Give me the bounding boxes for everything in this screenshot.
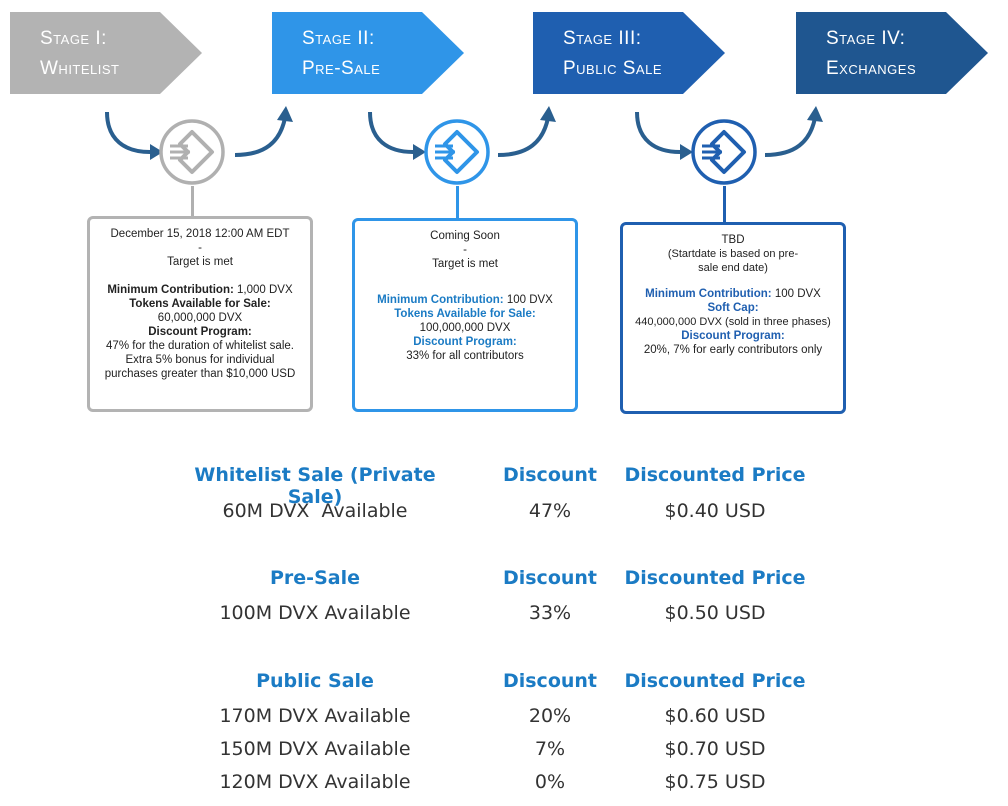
group-2-row-1-price: $0.50 USD: [664, 602, 766, 624]
group-2-row-1-discount: 33%: [528, 602, 572, 624]
stage-3-title: Stage III: Public Sale: [563, 24, 662, 84]
stage-1-flow: [95, 100, 355, 190]
stage-3-date: TBD: [721, 234, 745, 246]
stage-1-line1: Stage I:: [40, 28, 107, 49]
group-3-row-3-price: $0.75 USD: [664, 771, 766, 793]
stage-2-discount-text: 33% for all contributors: [406, 350, 524, 362]
group-1-title: Whitelist Sale (Private Sale): [194, 464, 436, 508]
stage-2-min-value: 100 DVX: [503, 294, 553, 306]
group-3-row-3-available: 120M DVX Available: [219, 771, 411, 793]
stage-2-info-box: Coming Soon - Target is met Minimum Cont…: [352, 218, 578, 412]
stage-1-discount-label: Discount Program:: [148, 326, 252, 338]
stage-2-line1: Stage II:: [302, 28, 375, 49]
group-3-title: Public Sale: [256, 670, 374, 692]
stage-3-min-contribution: Minimum Contribution: 100 DVX: [629, 287, 837, 301]
stage-3-discount-label: Discount Program:: [681, 330, 785, 342]
group-3-row-1-price: $0.60 USD: [664, 705, 766, 727]
group-3-row-1-discount: 20%: [528, 705, 572, 727]
group-3-row-3-discount: 0%: [534, 771, 566, 793]
stage-1-min-label: Minimum Contribution:: [107, 284, 234, 296]
group-2-title: Pre-Sale: [270, 567, 360, 589]
stage-4-line1: Stage IV:: [826, 28, 906, 49]
group-3-discount-header: Discount: [502, 670, 598, 692]
stage-3-token-icon: [690, 118, 758, 186]
group-3-price-header: Discounted Price: [624, 670, 806, 692]
stage-3-softcap-label: Soft Cap:: [707, 302, 759, 314]
group-1-discount-header: Discount: [502, 464, 598, 486]
stage-2-status: Target is met: [432, 258, 498, 270]
group-3-row-1-available: 170M DVX Available: [219, 705, 411, 727]
stage-3-softcap-value: 440,000,000 DVX (sold in three phases): [635, 316, 831, 328]
stage-3-line1: Stage III:: [563, 28, 642, 49]
stage-2-min-label: Minimum Contribution:: [377, 294, 504, 306]
stage-2-min-contribution: Minimum Contribution: 100 DVX: [361, 293, 569, 307]
stage-3-flow-graphic: [635, 106, 823, 160]
stage-2-token-icon: [423, 118, 491, 186]
group-3-row-2-price: $0.70 USD: [664, 738, 766, 760]
stage-3-arrow-shape: [533, 12, 725, 94]
group-2-price-header: Discounted Price: [624, 567, 806, 589]
stage-4-arrow: Stage IV: Exchanges: [796, 12, 988, 94]
stage-2-dash: -: [463, 244, 467, 256]
stage-1-tokens-label: Tokens Available for Sale:: [129, 298, 271, 310]
stage-2-date: Coming Soon: [430, 230, 500, 242]
stage-1-connector: [191, 186, 194, 216]
stage-2-arrow-shape: [272, 12, 464, 94]
stage-1-token-icon: [158, 118, 226, 186]
stage-3-info-box: TBD (Startdate is based on pre-sale end …: [620, 222, 846, 414]
group-1-row-1-price: $0.40 USD: [664, 500, 766, 522]
stage-4-arrow-shape: [796, 12, 988, 94]
stage-4-title: Stage IV: Exchanges: [826, 24, 916, 84]
stage-1-date: December 15, 2018 12:00 AM EDT: [110, 228, 290, 240]
group-2-row-1-available: 100M DVX Available: [219, 602, 411, 624]
stage-1-arrow: Stage I: Whitelist: [10, 12, 202, 94]
stage-2-flow: [358, 100, 618, 190]
stage-2-arrow: Stage II: Pre-Sale: [272, 12, 464, 94]
group-1-row-1-discount: 47%: [528, 500, 572, 522]
group-1-row-1-available: 60M DVX Available: [222, 500, 408, 522]
stage-4-line2: Exchanges: [826, 58, 917, 79]
stage-3-discount-text: 20%, 7% for early contributors only: [643, 344, 823, 356]
stage-1-status: Target is met: [167, 256, 233, 268]
stage-3-flow: [625, 100, 885, 190]
stage-1-flow-graphic: [105, 106, 293, 160]
stage-1-info-box: December 15, 2018 12:00 AM EDT - Target …: [87, 216, 313, 412]
stage-3-min-value: 100 DVX: [771, 288, 821, 300]
stage-3-note: (Startdate is based on pre-sale end date…: [667, 248, 799, 274]
group-2-discount-header: Discount: [502, 567, 598, 589]
group-3-row-2-available: 150M DVX Available: [219, 738, 411, 760]
stage-3-arrow: Stage III: Public Sale: [533, 12, 725, 94]
stage-2-tokens-label: Tokens Available for Sale:: [394, 308, 536, 320]
stage-3-min-label: Minimum Contribution:: [645, 288, 772, 300]
stage-3-line2: Public Sale: [563, 58, 662, 79]
stage-2-flow-graphic: [368, 106, 556, 160]
group-1-price-header: Discounted Price: [624, 464, 806, 486]
stage-1-title: Stage I: Whitelist: [40, 24, 120, 84]
stage-1-dash: -: [198, 242, 202, 254]
stage-1-line2: Whitelist: [40, 58, 120, 79]
stage-2-title: Stage II: Pre-Sale: [302, 24, 380, 84]
stage-1-min-contribution: Minimum Contribution: 1,000 DVX: [96, 283, 304, 297]
stage-1-tokens-value: 60,000,000 DVX: [157, 312, 243, 324]
stage-1-discount-text: 47% for the duration of whitelist sale. …: [104, 340, 296, 380]
stage-1-min-value: 1,000 DVX: [233, 284, 293, 296]
stage-2-line2: Pre-Sale: [302, 58, 381, 79]
stage-2-discount-label: Discount Program:: [413, 336, 517, 348]
stage-2-tokens-value: 100,000,000 DVX: [419, 322, 511, 334]
stage-2-connector: [456, 186, 459, 218]
stage-1-arrow-shape: [10, 12, 202, 94]
stage-3-connector: [723, 186, 726, 222]
group-3-row-2-discount: 7%: [534, 738, 566, 760]
